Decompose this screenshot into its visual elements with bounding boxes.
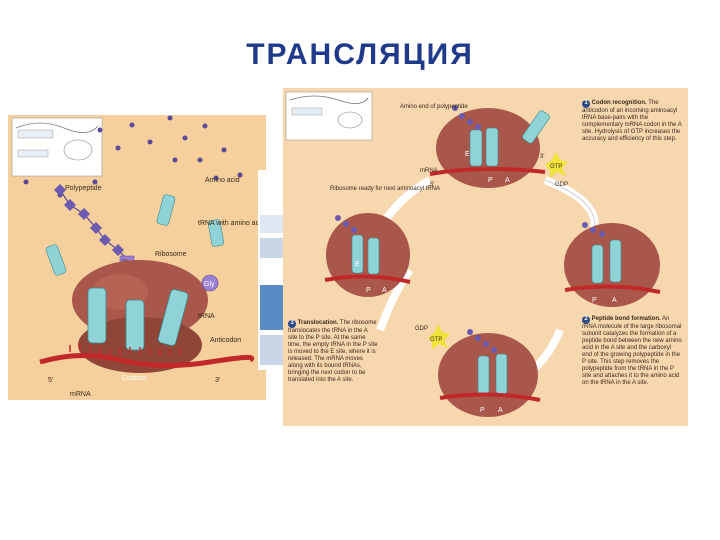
polypeptide-end-label: Amino end of polypeptide bbox=[400, 104, 468, 110]
step-1-text: The anticodon of an incoming aminoacyl t… bbox=[582, 100, 681, 142]
anticodon-label: Anticodon bbox=[210, 337, 241, 344]
ribosome-label: Ribosome bbox=[155, 251, 187, 258]
step-1-heading: Codon recognition. bbox=[592, 100, 647, 106]
site-p-right: P bbox=[592, 297, 597, 304]
step-3-heading: Translocation. bbox=[298, 320, 339, 326]
site-a-left: A bbox=[382, 287, 387, 294]
polypeptide-label: Polypeptide bbox=[65, 185, 102, 192]
site-a-right: A bbox=[612, 297, 617, 304]
three-prime-label-left: 3' bbox=[215, 377, 220, 384]
codons-label: Codons bbox=[122, 375, 147, 382]
five-prime-label-left: 5' bbox=[48, 377, 53, 384]
site-p-top: P bbox=[488, 177, 493, 184]
site-a-bottom: A bbox=[498, 407, 503, 414]
gly-label: Gly bbox=[204, 281, 215, 288]
three-prime-right: 3' bbox=[540, 154, 544, 160]
step-1-box: 1 Codon recognition. The anticodon of an… bbox=[582, 100, 682, 143]
step-2-text: An rRNA molecule of the large ribosomal … bbox=[582, 316, 682, 386]
cell-inset-right bbox=[286, 92, 372, 140]
gdp-label-bottom: GDP bbox=[415, 326, 428, 332]
amino-acid-label: Amino acid bbox=[205, 177, 240, 184]
cell-inset bbox=[12, 118, 102, 176]
gtp-label-top: GTP bbox=[550, 164, 562, 170]
step-2-heading: Peptide bond formation. bbox=[592, 316, 661, 322]
site-p-left: P bbox=[366, 287, 371, 294]
step-1-number: 1 bbox=[582, 100, 590, 108]
step-3-text: The ribosome translocates the tRNA in th… bbox=[288, 320, 378, 383]
step-3-box: 3 Translocation. The ribosome translocat… bbox=[288, 320, 378, 384]
ribosome-ready-label: Ribosome ready for next aminoacyl tRNA bbox=[330, 186, 440, 192]
mrna-label-right: mRNA bbox=[420, 168, 438, 174]
trna-label: tRNA bbox=[198, 313, 215, 320]
step-2-number: 2 bbox=[582, 316, 590, 324]
gdp-label-top: GDP bbox=[555, 182, 568, 188]
step-2-box: 2 Peptide bond formation. An rRNA molecu… bbox=[582, 316, 682, 387]
step-3-number: 3 bbox=[288, 320, 296, 328]
site-e-left: E bbox=[355, 261, 360, 268]
mrna-label-left: mRNA bbox=[70, 391, 91, 398]
site-e-top: E bbox=[465, 151, 470, 158]
gtp-label-bottom: GTP bbox=[430, 337, 442, 343]
left-panel: Phe Gly bbox=[8, 115, 293, 400]
site-p-bottom: P bbox=[480, 407, 485, 414]
site-a-top: A bbox=[505, 177, 510, 184]
